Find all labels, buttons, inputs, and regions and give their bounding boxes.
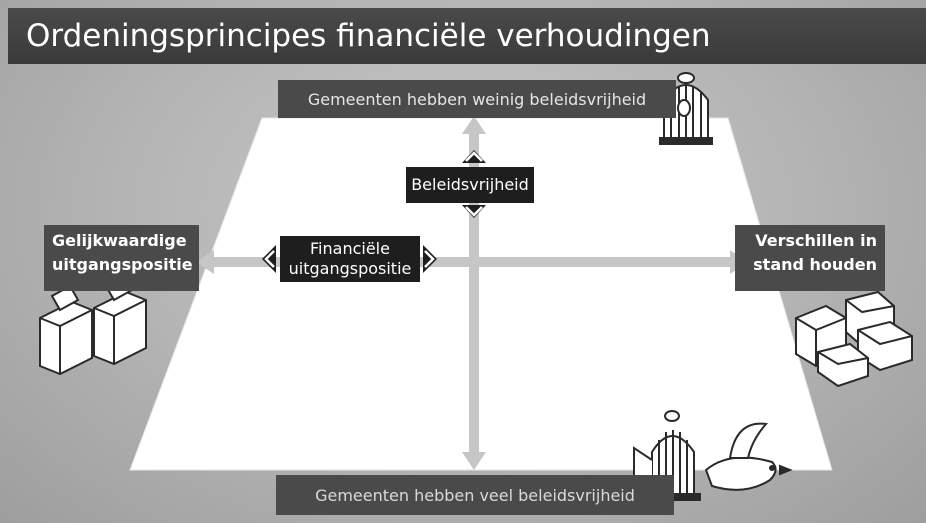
- right-label-line-1: Verschillen in: [755, 231, 877, 250]
- flying-bird-icon: [704, 422, 793, 491]
- left-label-line-1: Gelijkwaardige: [52, 231, 187, 250]
- vertical-axis-label: Beleidsvrijheid: [406, 167, 534, 203]
- aligned-open-boxes-icon: [39, 274, 147, 376]
- chevron-down-icon: [462, 205, 486, 218]
- right-label: Verschillen in stand houden: [735, 225, 885, 291]
- chevron-left-icon: [262, 245, 276, 273]
- vertical-axis-arrow: [462, 116, 486, 470]
- bottom-label: Gemeenten hebben veel beleidsvrijheid: [276, 475, 674, 515]
- right-label-line-2: stand houden: [753, 255, 877, 274]
- title-bar: Ordeningsprincipes financiële verhouding…: [8, 8, 926, 64]
- left-label: Gelijkwaardige uitgangspositie: [44, 225, 199, 291]
- chevron-right-icon: [423, 245, 437, 273]
- horizontal-axis-label-line-2: uitgangspositie: [288, 259, 412, 278]
- scattered-open-boxes-icon: [795, 290, 913, 388]
- horizontal-axis-label: Financiële uitgangspositie: [280, 236, 420, 282]
- quadrant-plane: [129, 117, 833, 471]
- left-label-line-2: uitgangspositie: [52, 255, 193, 274]
- horizontal-axis-label-line-1: Financiële: [310, 239, 390, 258]
- chevron-up-icon: [462, 150, 486, 163]
- top-label: Gemeenten hebben weinig beleidsvrijheid: [278, 80, 676, 118]
- page-title: Ordeningsprincipes financiële verhouding…: [26, 18, 711, 54]
